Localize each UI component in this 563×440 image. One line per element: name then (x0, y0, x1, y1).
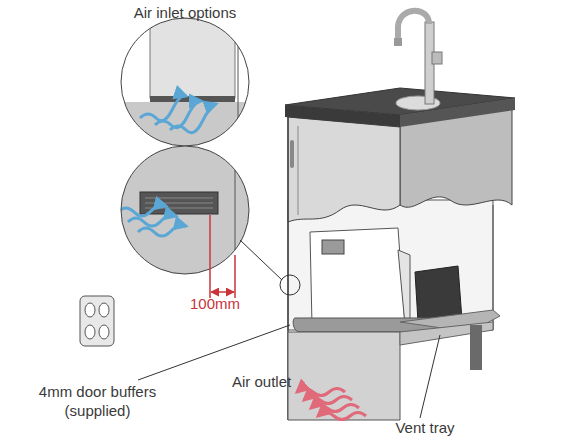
door-buffer-sheet (80, 296, 114, 346)
part-label: Air outlet (232, 372, 322, 391)
inlet-option-grille (118, 146, 250, 276)
inlet-option-slot (120, 18, 250, 152)
air-outlet-arrows (297, 389, 366, 420)
leader-line (138, 240, 440, 418)
heading-label: Air inlet options (120, 3, 250, 22)
part-label: 4mm door buffers (supplied) (30, 382, 165, 420)
cabinet (280, 11, 515, 420)
dimension-label: 100mm (185, 294, 245, 313)
dimension-line (210, 215, 235, 298)
part-label: Vent tray (375, 418, 475, 437)
